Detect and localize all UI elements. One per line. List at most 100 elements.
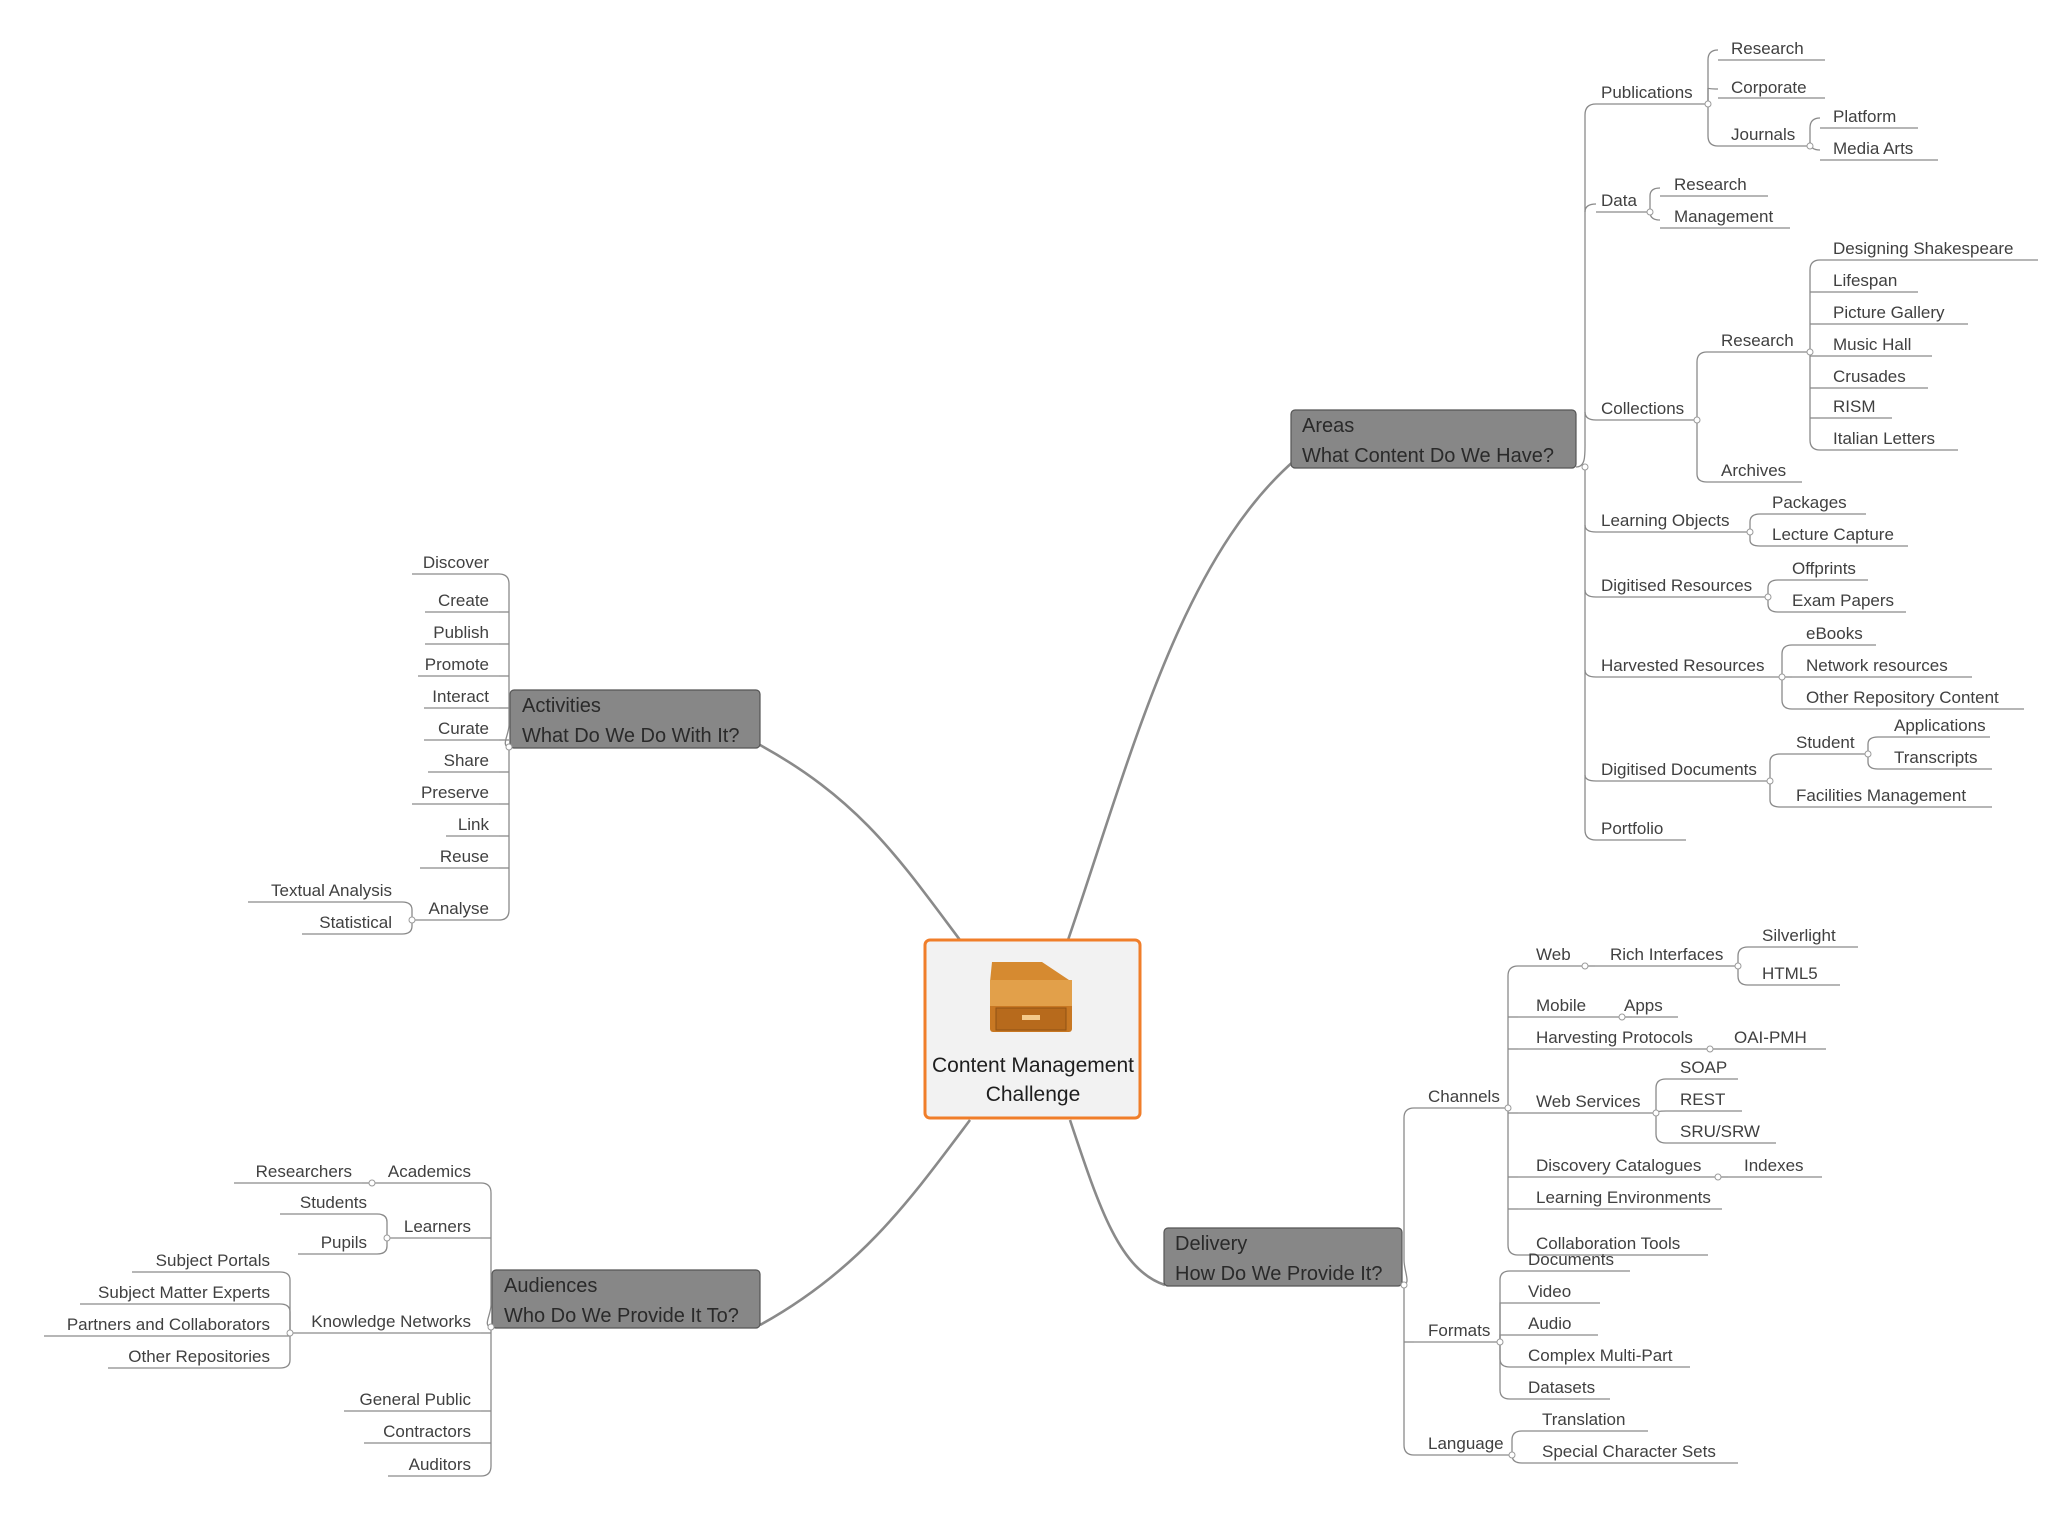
node-general-public[interactable]: General Public bbox=[359, 1390, 471, 1409]
node-formats[interactable]: Formats bbox=[1428, 1321, 1490, 1340]
node-digitised-resources[interactable]: Digitised Resources bbox=[1601, 576, 1752, 595]
node-interact[interactable]: Interact bbox=[432, 687, 489, 706]
node-auditors[interactable]: Auditors bbox=[409, 1455, 471, 1474]
branch-delivery[interactable]: Delivery How Do We Provide It? bbox=[1163, 1227, 1403, 1287]
node-digitised-documents[interactable]: Digitised Documents bbox=[1601, 760, 1757, 779]
branch-audiences-title: Audiences bbox=[504, 1275, 597, 1297]
node-picture-gallery[interactable]: Picture Gallery bbox=[1833, 303, 1945, 322]
node-research-data[interactable]: Research bbox=[1674, 175, 1747, 194]
trunk-connectors bbox=[759, 459, 1296, 1327]
node-pupils[interactable]: Pupils bbox=[321, 1233, 367, 1252]
node-textual-analysis[interactable]: Textual Analysis bbox=[271, 881, 392, 900]
node-html5[interactable]: HTML5 bbox=[1762, 964, 1818, 983]
node-soap[interactable]: SOAP bbox=[1680, 1058, 1727, 1077]
node-transcripts[interactable]: Transcripts bbox=[1894, 748, 1977, 767]
node-discover[interactable]: Discover bbox=[423, 553, 489, 572]
node-management[interactable]: Management bbox=[1674, 207, 1774, 226]
node-music-hall[interactable]: Music Hall bbox=[1833, 335, 1911, 354]
node-other-repositories[interactable]: Other Repositories bbox=[128, 1347, 270, 1366]
node-special-character-sets[interactable]: Special Character Sets bbox=[1542, 1442, 1716, 1461]
branch-audiences[interactable]: Audiences Who Do We Provide It To? bbox=[491, 1269, 761, 1329]
node-contractors[interactable]: Contractors bbox=[383, 1422, 471, 1441]
node-research-collections[interactable]: Research bbox=[1721, 331, 1794, 350]
node-publish[interactable]: Publish bbox=[433, 623, 489, 642]
node-corporate[interactable]: Corporate bbox=[1731, 78, 1807, 97]
branch-areas-title: Areas bbox=[1302, 415, 1354, 437]
node-learning-objects[interactable]: Learning Objects bbox=[1601, 511, 1730, 530]
node-analyse[interactable]: Analyse bbox=[429, 899, 489, 918]
node-apps[interactable]: Apps bbox=[1624, 996, 1663, 1015]
node-archives[interactable]: Archives bbox=[1721, 461, 1786, 480]
node-italian-letters[interactable]: Italian Letters bbox=[1833, 429, 1935, 448]
node-channels[interactable]: Channels bbox=[1428, 1087, 1500, 1106]
node-ebooks[interactable]: eBooks bbox=[1806, 624, 1863, 643]
node-harvesting-protocols[interactable]: Harvesting Protocols bbox=[1536, 1028, 1693, 1047]
node-rest[interactable]: REST bbox=[1680, 1090, 1725, 1109]
center-node[interactable]: Content Management Challenge bbox=[923, 938, 1142, 1120]
node-link[interactable]: Link bbox=[458, 815, 490, 834]
branch-areas[interactable]: Areas What Content Do We Have? bbox=[1290, 409, 1577, 469]
node-portfolio[interactable]: Portfolio bbox=[1601, 819, 1663, 838]
node-web[interactable]: Web bbox=[1536, 945, 1571, 964]
filing-cabinet-icon bbox=[990, 962, 1072, 1032]
node-datasets[interactable]: Datasets bbox=[1528, 1378, 1595, 1397]
node-facilities-management[interactable]: Facilities Management bbox=[1796, 786, 1966, 805]
node-collections[interactable]: Collections bbox=[1601, 399, 1684, 418]
node-lecture-capture[interactable]: Lecture Capture bbox=[1772, 525, 1894, 544]
node-discovery-catalogues[interactable]: Discovery Catalogues bbox=[1536, 1156, 1701, 1175]
branch-activities-title: Activities bbox=[522, 695, 601, 717]
node-student[interactable]: Student bbox=[1796, 733, 1855, 752]
node-create[interactable]: Create bbox=[438, 591, 489, 610]
node-learning-environments[interactable]: Learning Environments bbox=[1536, 1188, 1711, 1207]
node-share[interactable]: Share bbox=[444, 751, 489, 770]
node-sru-srw[interactable]: SRU/SRW bbox=[1680, 1122, 1760, 1141]
node-language[interactable]: Language bbox=[1428, 1434, 1504, 1453]
node-academics[interactable]: Academics bbox=[388, 1162, 471, 1181]
node-research-publications[interactable]: Research bbox=[1731, 39, 1804, 58]
node-lifespan[interactable]: Lifespan bbox=[1833, 271, 1897, 290]
node-subject-matter-experts[interactable]: Subject Matter Experts bbox=[98, 1283, 270, 1302]
node-web-services[interactable]: Web Services bbox=[1536, 1092, 1641, 1111]
node-harvested-resources[interactable]: Harvested Resources bbox=[1601, 656, 1764, 675]
node-documents[interactable]: Documents bbox=[1528, 1250, 1614, 1269]
node-promote[interactable]: Promote bbox=[425, 655, 489, 674]
node-subject-portals[interactable]: Subject Portals bbox=[156, 1251, 270, 1270]
node-learners[interactable]: Learners bbox=[404, 1217, 471, 1236]
collapse-dots[interactable] bbox=[286, 100, 1872, 1459]
node-complex-multi-part[interactable]: Complex Multi-Part bbox=[1528, 1346, 1673, 1365]
node-publications[interactable]: Publications bbox=[1601, 83, 1693, 102]
node-rism[interactable]: RISM bbox=[1833, 397, 1876, 416]
node-translation[interactable]: Translation bbox=[1542, 1410, 1625, 1429]
node-reuse[interactable]: Reuse bbox=[440, 847, 489, 866]
node-researchers[interactable]: Researchers bbox=[256, 1162, 352, 1181]
node-applications[interactable]: Applications bbox=[1894, 716, 1986, 735]
node-offprints[interactable]: Offprints bbox=[1792, 559, 1856, 578]
delivery-subtree: Channels Web Rich Interfaces Silverlight… bbox=[1428, 926, 1836, 1461]
node-collaboration-tools[interactable]: Collaboration Tools bbox=[1536, 1234, 1680, 1253]
node-exam-papers[interactable]: Exam Papers bbox=[1792, 591, 1894, 610]
node-crusades[interactable]: Crusades bbox=[1833, 367, 1906, 386]
center-title-line2: Challenge bbox=[986, 1083, 1081, 1106]
node-designing-shakespeare[interactable]: Designing Shakespeare bbox=[1833, 239, 2014, 258]
branch-activities[interactable]: Activities What Do We Do With It? bbox=[509, 689, 761, 749]
node-data[interactable]: Data bbox=[1601, 191, 1637, 210]
node-platform[interactable]: Platform bbox=[1833, 107, 1896, 126]
node-video[interactable]: Video bbox=[1528, 1282, 1571, 1301]
node-students[interactable]: Students bbox=[300, 1193, 367, 1212]
node-mobile[interactable]: Mobile bbox=[1536, 996, 1586, 1015]
node-journals[interactable]: Journals bbox=[1731, 125, 1795, 144]
node-media-arts[interactable]: Media Arts bbox=[1833, 139, 1913, 158]
node-audio[interactable]: Audio bbox=[1528, 1314, 1571, 1333]
node-knowledge-networks[interactable]: Knowledge Networks bbox=[311, 1312, 471, 1331]
node-rich-interfaces[interactable]: Rich Interfaces bbox=[1610, 945, 1723, 964]
node-silverlight[interactable]: Silverlight bbox=[1762, 926, 1836, 945]
node-network-resources[interactable]: Network resources bbox=[1806, 656, 1948, 675]
node-statistical[interactable]: Statistical bbox=[319, 913, 392, 932]
node-indexes[interactable]: Indexes bbox=[1744, 1156, 1804, 1175]
node-packages[interactable]: Packages bbox=[1772, 493, 1847, 512]
node-other-repository-content[interactable]: Other Repository Content bbox=[1806, 688, 1999, 707]
node-oai-pmh[interactable]: OAI-PMH bbox=[1734, 1028, 1807, 1047]
node-preserve[interactable]: Preserve bbox=[421, 783, 489, 802]
node-partners-collaborators[interactable]: Partners and Collaborators bbox=[67, 1315, 270, 1334]
node-curate[interactable]: Curate bbox=[438, 719, 489, 738]
